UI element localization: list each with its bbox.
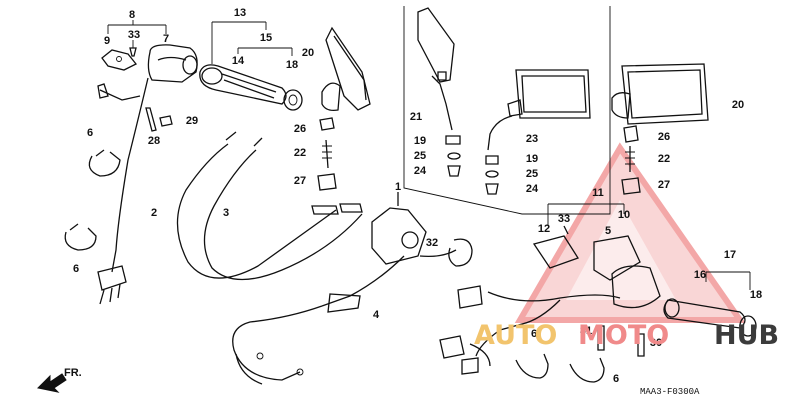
callout-19-b: 19 — [526, 153, 538, 165]
callout-26-right: 26 — [658, 131, 670, 143]
front-arrow-icon — [36, 373, 67, 393]
boxed-mirror-group — [403, 6, 611, 215]
front-direction-indicator: FR. — [36, 367, 82, 393]
callout-6-b: 6 — [73, 263, 79, 275]
callout-8: 8 — [129, 9, 135, 21]
callout-10: 10 — [618, 209, 630, 221]
callout-32: 32 — [426, 237, 438, 249]
callout-27-left: 27 — [294, 175, 306, 187]
callout-15: 15 — [260, 32, 272, 44]
callout-19-a: 19 — [414, 135, 426, 147]
callout-20-left: 20 — [302, 47, 314, 59]
callout-28: 28 — [148, 135, 160, 147]
callout-5: 5 — [605, 225, 611, 237]
watermark-text-moto: MOTO — [578, 320, 669, 351]
watermark-triangle-inner — [566, 200, 676, 300]
callout-9: 9 — [104, 35, 110, 47]
watermark-logo — [514, 142, 746, 323]
callout-18-right: 18 — [750, 289, 762, 301]
callout-26-left: 26 — [294, 123, 306, 135]
watermark-text-hub: HUB — [714, 320, 779, 351]
clamps — [64, 149, 605, 383]
callout-33-right: 33 — [558, 213, 570, 225]
right-mirror-group — [611, 63, 709, 195]
watermark-text-auto: AUTO — [474, 320, 557, 351]
callout-20-right: 20 — [732, 99, 744, 111]
right-switch-group — [232, 192, 473, 385]
callout-21: 21 — [410, 111, 422, 123]
callout-6-a: 6 — [87, 127, 93, 139]
watermark-wordmark: AUTO MOTO HUB — [474, 320, 779, 351]
callout-6-d: 6 — [613, 373, 619, 385]
callout-18: 18 — [286, 59, 298, 71]
callout-2: 2 — [151, 207, 157, 219]
callout-33: 33 — [128, 29, 140, 41]
callout-13: 13 — [234, 7, 246, 19]
callout-12: 12 — [538, 223, 550, 235]
callouts: 8 33 7 9 13 15 14 18 20 21 19 25 24 23 1… — [73, 7, 762, 385]
callout-4: 4 — [373, 309, 380, 321]
callout-1: 1 — [395, 181, 401, 193]
left-switch-group — [97, 20, 198, 305]
callout-6-c: 6 — [531, 328, 537, 340]
callout-22-left: 22 — [294, 147, 306, 159]
callout-25-b: 25 — [526, 168, 538, 180]
front-label: FR. — [64, 367, 82, 379]
callout-22-right: 22 — [658, 153, 670, 165]
callout-29: 29 — [186, 115, 198, 127]
callout-16: 16 — [694, 269, 706, 281]
throttle-grip-group — [199, 21, 303, 111]
callout-14: 14 — [232, 55, 245, 67]
right-side-switch-group — [439, 203, 757, 375]
callout-23: 23 — [526, 133, 538, 145]
callout-3: 3 — [223, 207, 229, 219]
callout-25-a: 25 — [414, 150, 426, 162]
callout-27-right: 27 — [658, 179, 670, 191]
throttle-cables — [176, 131, 363, 281]
diagram-code: MAA3-F0300A — [640, 387, 700, 397]
callout-17: 17 — [724, 249, 736, 261]
callout-7: 7 — [163, 33, 169, 45]
callout-11: 11 — [592, 187, 604, 199]
left-mirror-group — [317, 26, 371, 191]
callout-24-a: 24 — [414, 165, 427, 177]
callout-31: 31 — [580, 325, 592, 337]
callout-30: 30 — [650, 337, 662, 349]
callout-24-b: 24 — [526, 183, 539, 195]
